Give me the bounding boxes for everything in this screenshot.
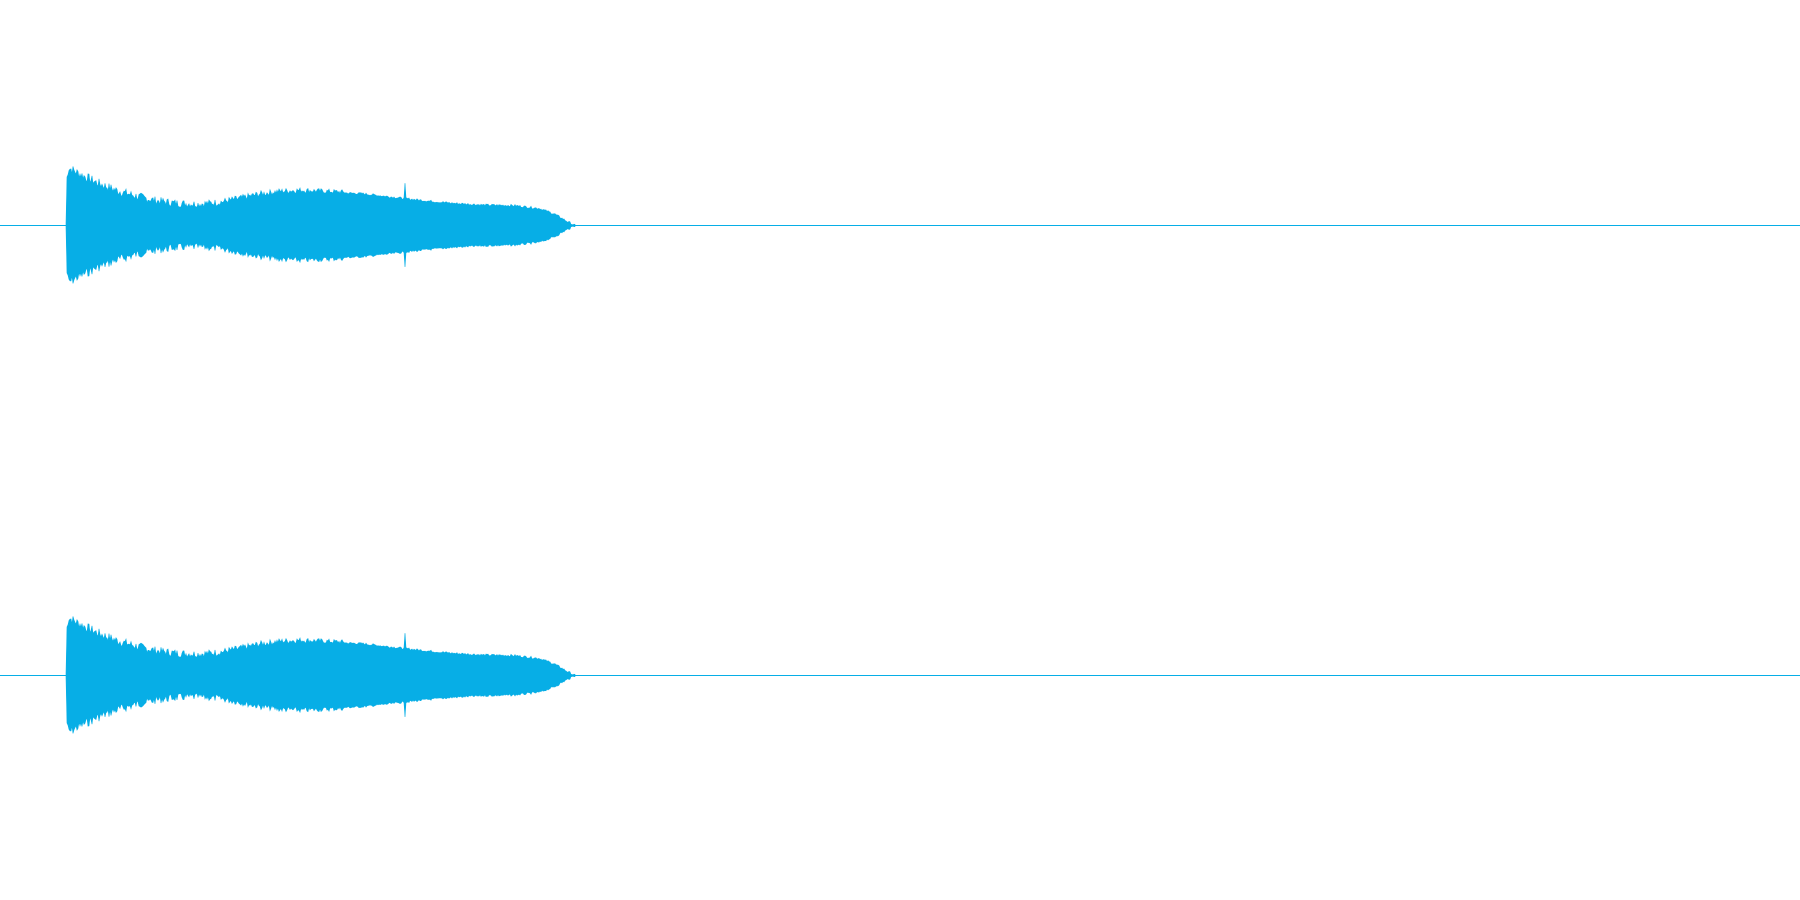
channel-1 — [0, 166, 1800, 284]
channel-1-waveform — [65, 166, 576, 284]
channel-2-waveform — [65, 616, 576, 734]
channel-2 — [0, 616, 1800, 734]
